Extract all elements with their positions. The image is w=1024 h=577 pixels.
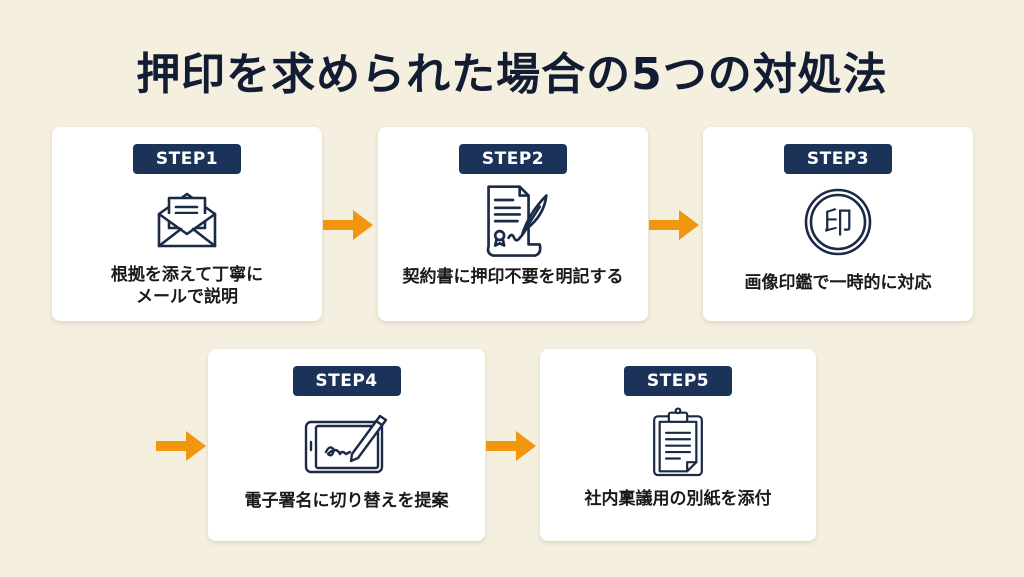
clipboard-document-icon [653,407,703,477]
arrow-right-icon [156,431,206,461]
step-card-3: STEP3 印 画像印鑑で一時的に対応 [703,127,973,321]
step-card-2: STEP2 契約書に押印不要を明記する [378,127,648,321]
page-title: 押印を求められた場合の5つの対処法 [136,49,888,100]
step-label-line: 社内稟議用の別紙を添付 [584,489,772,509]
step-label-line: 根拠を添えて丁寧に [110,265,264,285]
step-card-1: STEP1 根拠を添えて丁寧に メールで説明 [52,127,322,321]
step-badge: STEP4 [292,366,401,396]
contract-quill-icon [486,185,548,257]
step-label-line: 契約書に押印不要を明記する [402,267,624,287]
step-label-line: 画像印鑑で一時的に対応 [744,273,932,293]
step-badge: STEP3 [784,144,892,174]
step-label: 社内稟議用の別紙を添付 [585,488,772,510]
step-label-line: 電子署名に切り替えを提案 [244,491,449,511]
seal-stamp-icon: 印 [804,188,872,256]
step-badge: STEP5 [624,366,732,396]
arrow-right-icon [649,210,699,240]
envelope-letter-icon [157,192,217,248]
seal-text: 印 [823,206,853,241]
step-card-4: STEP4 電子署名に切り替えを提案 [208,349,485,541]
step-label: 根拠を添えて丁寧に メールで説明 [111,264,263,308]
step-badge: STEP2 [459,144,567,174]
step-label: 電子署名に切り替えを提案 [245,490,449,512]
step-label: 画像印鑑で一時的に対応 [745,272,932,294]
step-badge: STEP1 [133,144,241,174]
step-label-line: メールで説明 [136,287,238,308]
step-card-5: STEP5 社内稟議用の別紙を添付 [540,349,816,541]
tablet-stylus-signature-icon [304,414,387,474]
arrow-right-icon [323,210,373,240]
arrow-right-icon [486,431,536,461]
step-label: 契約書に押印不要を明記する [403,266,624,288]
